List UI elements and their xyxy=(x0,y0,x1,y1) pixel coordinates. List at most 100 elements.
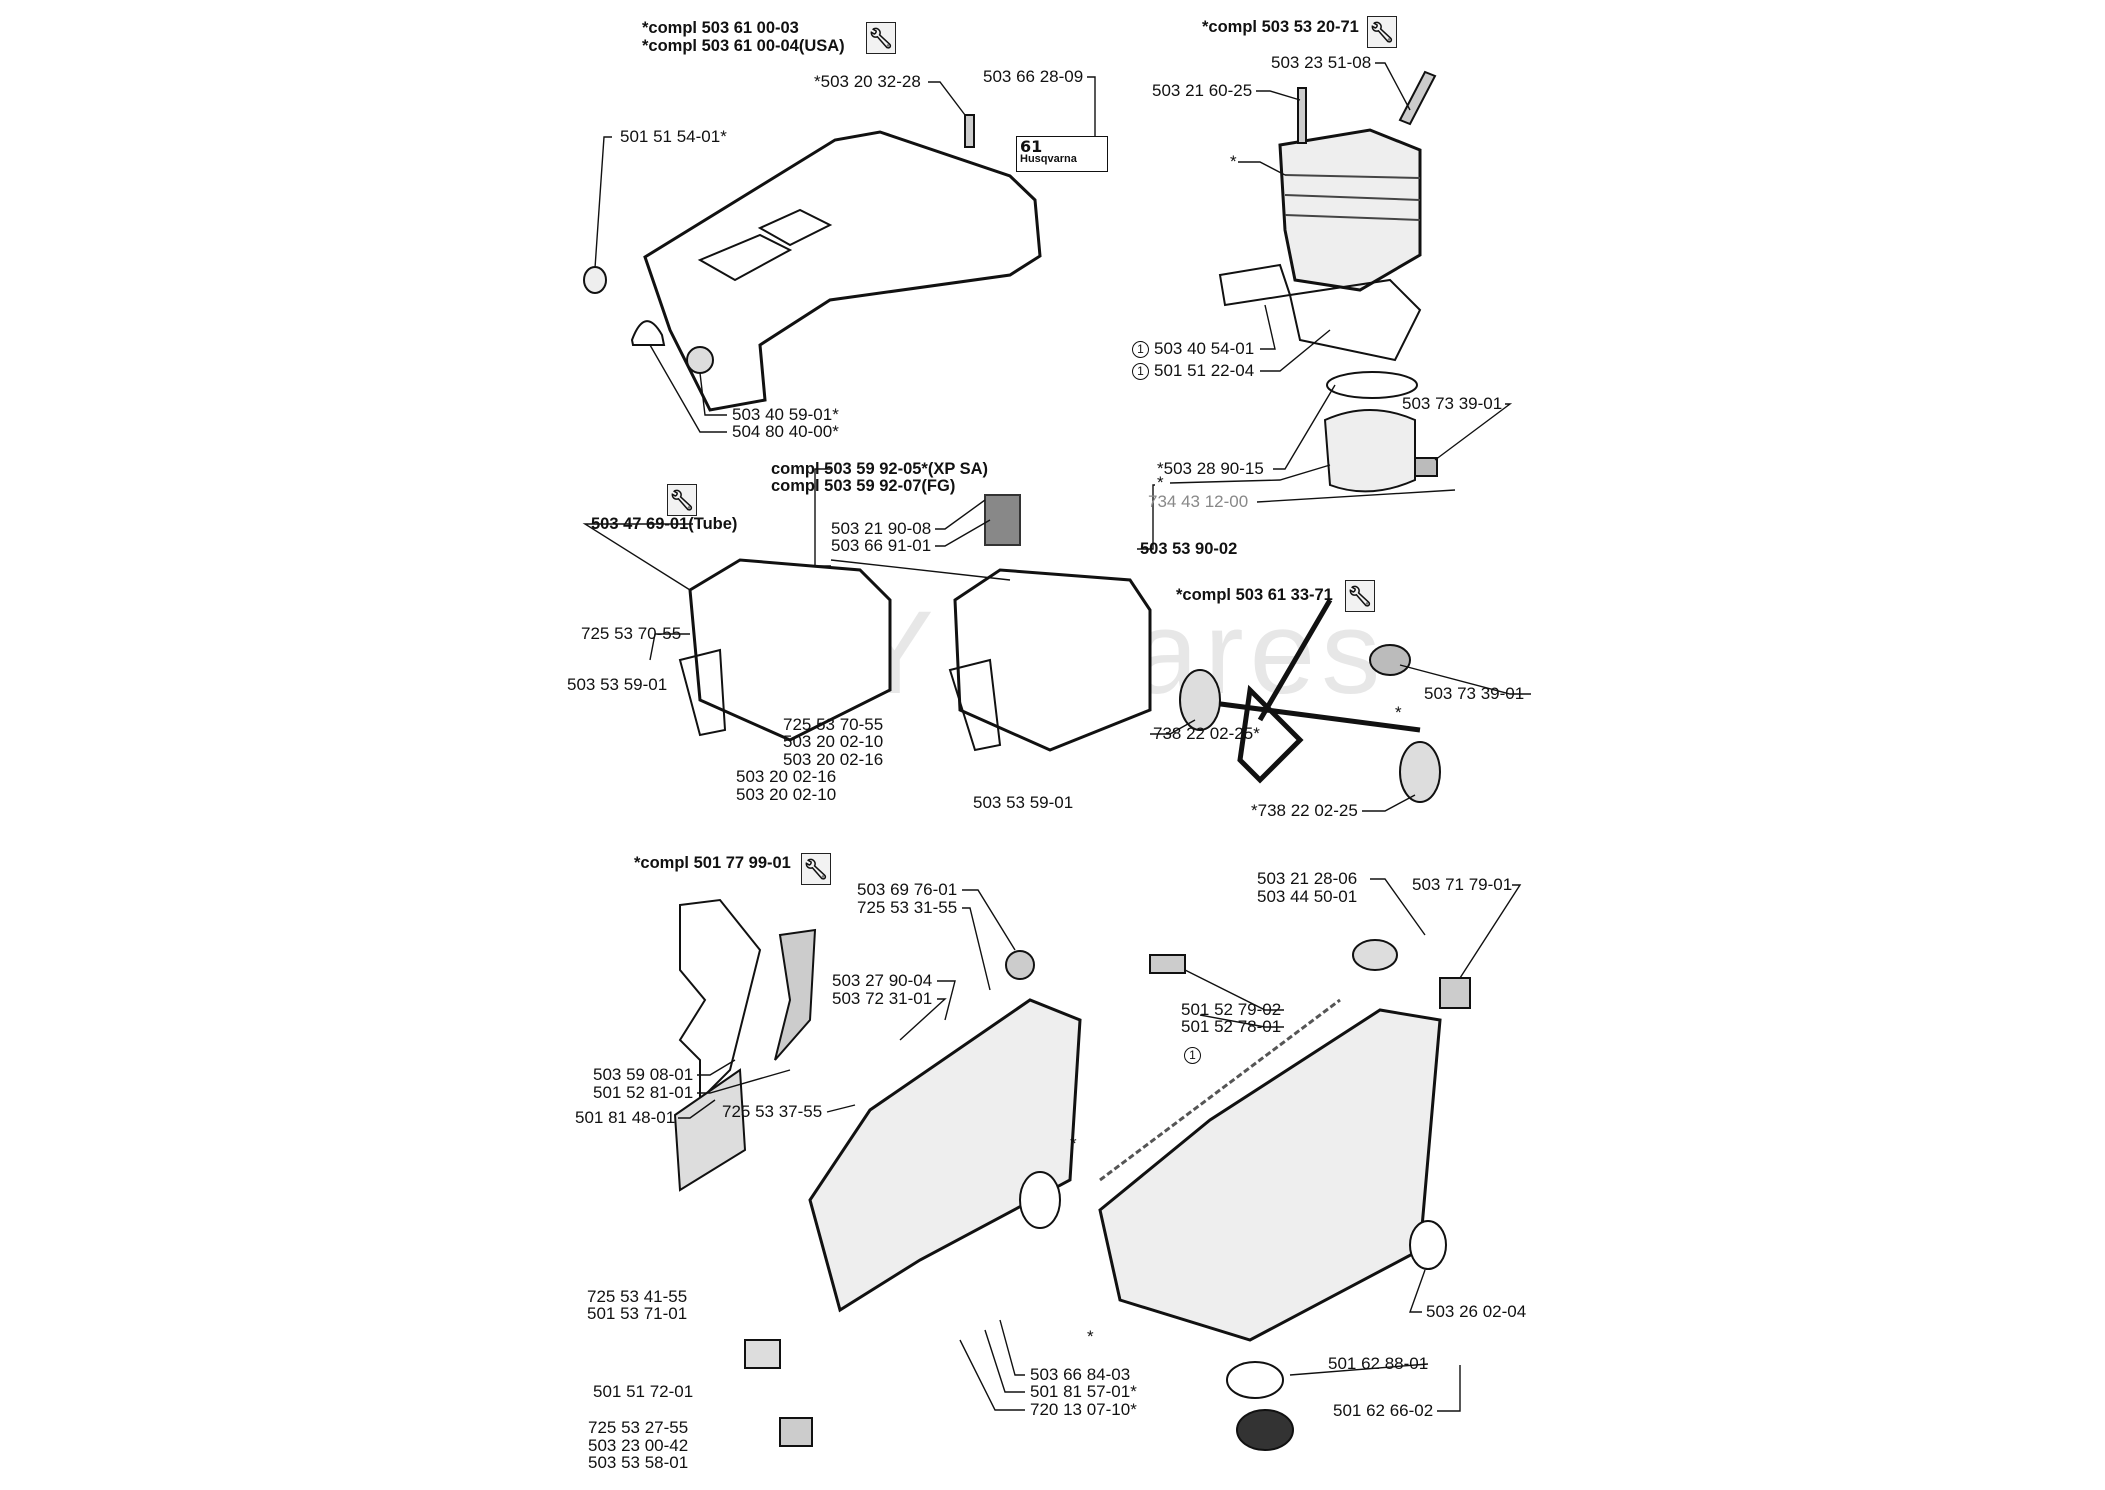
cap-seal-part xyxy=(1226,1361,1284,1399)
needle-bearing-crank-part xyxy=(1369,644,1411,676)
catcher-part xyxy=(744,1339,781,1369)
cap-part xyxy=(1236,1409,1294,1451)
part-label: 734 43 12-00 xyxy=(1148,492,1249,511)
catch-part xyxy=(779,1417,813,1447)
part-label: 503 66 28-09 xyxy=(983,67,1084,86)
part-label: 720 13 07-10* xyxy=(1030,1400,1137,1419)
wrench-icon: 🔧︎ xyxy=(667,484,697,516)
kit-label: 503 53 90-02 xyxy=(1140,540,1238,558)
part-label: * xyxy=(1395,703,1402,722)
part-label: 504 80 40-00* xyxy=(732,422,839,441)
kit-label: compl 503 59 92-07(FG) xyxy=(771,477,956,495)
part-label: 501 81 48-01 xyxy=(575,1108,676,1127)
part-label: *503 20 32-28 xyxy=(814,72,921,91)
part-label: 501 62 66-02 xyxy=(1333,1401,1434,1420)
part-label: 725 53 31-55 xyxy=(857,898,958,917)
part-label: 501 52 78-01 xyxy=(1181,1017,1282,1036)
part-label: 503 53 59-01 xyxy=(973,793,1074,812)
bar-plate-part xyxy=(673,1068,747,1192)
part-label: 725 53 27-55 xyxy=(588,1418,689,1437)
part-label: 503 53 59-01 xyxy=(567,675,668,694)
part-label: 725 53 70-55 xyxy=(783,715,884,734)
mount-part xyxy=(1005,950,1035,980)
crankshaft-part xyxy=(1189,598,1421,784)
kit-label: *compl 503 61 00-04(USA) xyxy=(642,37,845,55)
part-label: 503 72 31-01 xyxy=(832,989,933,1008)
model-decal: 61 Husqvarna xyxy=(1016,136,1108,172)
switch-part xyxy=(1439,977,1471,1009)
fuel-filter-part xyxy=(1149,954,1186,974)
decal-brand: Husqvarna xyxy=(1020,153,1077,165)
gasket-marker: 1 xyxy=(1132,341,1149,359)
wrench-icon: 🔧︎ xyxy=(801,853,831,885)
part-label: 503 23 51-08 xyxy=(1271,53,1372,72)
cover-window xyxy=(697,233,793,282)
part-label: 725 53 37-55 xyxy=(722,1102,823,1121)
crankcase-gasket xyxy=(1099,998,1341,1182)
top-cover-part xyxy=(643,130,1042,412)
part-label: 503 71 79-01 xyxy=(1412,875,1513,894)
part-label: *738 22 02-25 xyxy=(1251,801,1358,820)
part-label: * xyxy=(1157,473,1164,492)
part-label: 503 40 59-01* xyxy=(732,405,839,424)
wrench-icon: 🔧︎ xyxy=(1345,580,1375,612)
part-label: 503 69 76-01 xyxy=(857,880,958,899)
part-label: 503 66 84-03 xyxy=(1030,1365,1131,1384)
kit-label: *compl 503 61 00-03 xyxy=(642,19,799,37)
part-label: 501 51 72-01 xyxy=(593,1382,694,1401)
part-label: * xyxy=(1087,1327,1094,1346)
kit-label: *compl 501 77 99-01 xyxy=(634,854,791,872)
part-label: 503 59 08-01 xyxy=(593,1065,694,1084)
part-label: 501 53 71-01 xyxy=(587,1304,688,1323)
piston-ring-part xyxy=(1326,371,1418,399)
part-label: 501 52 81-01 xyxy=(593,1083,694,1102)
decal-model: 61 xyxy=(1020,137,1043,156)
cylinder-part xyxy=(1278,128,1422,292)
part-label: 503 73 39-01 xyxy=(1424,684,1525,703)
base-gasket-part xyxy=(1288,278,1422,362)
cover-window xyxy=(757,208,833,247)
muffler-bracket-right xyxy=(948,658,1002,752)
spark-screen-part xyxy=(984,494,1021,546)
part-label: 738 22 02-25* xyxy=(1153,724,1260,743)
crankcase-right-part xyxy=(1098,1008,1442,1342)
part-label: 503 20 02-10 xyxy=(783,732,884,751)
tank-vent-part xyxy=(1352,939,1398,971)
part-label: 725 53 70-55 xyxy=(581,624,682,643)
seal-part xyxy=(630,320,666,346)
part-label: 503 20 02-16 xyxy=(783,750,884,769)
plug-part xyxy=(583,266,607,294)
part-label: 503 44 50-01 xyxy=(1257,887,1358,906)
part-label: 501 62 88-01 xyxy=(1328,1354,1429,1373)
part-label: *503 28 90-15 xyxy=(1157,459,1264,478)
gasket-marker: 1 xyxy=(1132,363,1149,381)
spark-plug-part xyxy=(1398,70,1437,126)
oil-seal-part xyxy=(1409,1220,1447,1270)
crankcase-left-part xyxy=(808,998,1082,1313)
muffler-left-part xyxy=(688,558,892,742)
part-label: 725 53 41-55 xyxy=(587,1287,688,1306)
screw-part xyxy=(964,114,975,148)
gasket-part xyxy=(1218,263,1292,307)
part-label: 503 27 90-04 xyxy=(832,971,933,990)
part-label: 501 52 79-02 xyxy=(1181,1000,1282,1019)
part-label: 503 53 58-01 xyxy=(588,1453,689,1472)
needle-bearing-part xyxy=(1414,457,1438,477)
part-label: 503 73 39-01 xyxy=(1402,394,1503,413)
part-label: * xyxy=(1230,152,1237,171)
kit-label: 503 47 69-01(Tube) xyxy=(591,515,738,533)
part-label: 503 21 28-06 xyxy=(1257,869,1358,888)
bearing-left-part xyxy=(1179,669,1221,731)
part-label: 501 51 54-01* xyxy=(620,127,727,146)
part-label: 503 20 02-10 xyxy=(736,785,837,804)
part-label: 503 20 02-16 xyxy=(736,767,837,786)
kit-label: compl 503 59 92-05*(XP SA) xyxy=(771,460,989,478)
part-label: 503 23 00-42 xyxy=(588,1436,689,1455)
piston-part xyxy=(1323,409,1416,493)
part-label: 501 81 57-01* xyxy=(1030,1382,1137,1401)
muffler-right-part xyxy=(953,568,1152,752)
wrench-icon: 🔧︎ xyxy=(866,22,896,54)
leader-lines xyxy=(582,62,1531,1412)
